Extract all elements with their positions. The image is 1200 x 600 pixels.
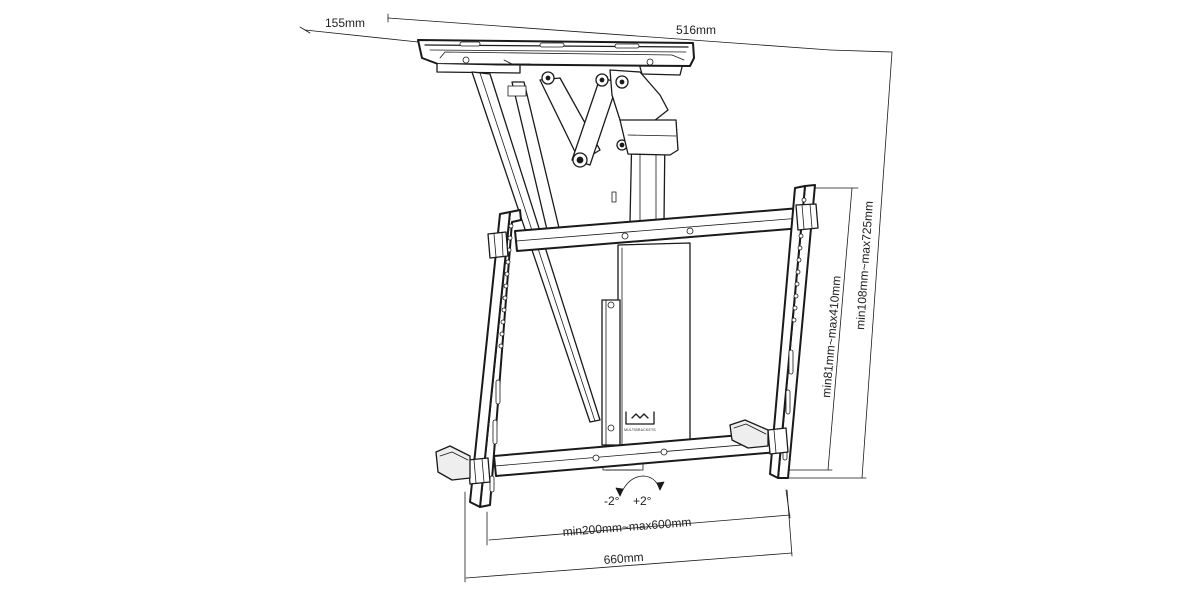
right-vertical-bracket — [729, 184, 819, 479]
left-vertical-bracket — [435, 209, 522, 508]
horizontal-vesa-label: min200mm~max600mm — [562, 515, 692, 539]
tilt-indicator: -2° +2° — [604, 475, 665, 508]
tilt-minus-label: -2° — [604, 494, 620, 508]
logo-wordmark: MULTIBRACKETS — [624, 428, 656, 432]
depth-label: 155mm — [325, 16, 365, 30]
ceiling-plate — [417, 39, 695, 76]
vertical-vesa-label: min81mm~max410mm — [819, 275, 844, 398]
centre-plate — [601, 242, 691, 471]
tilt-plus-label: +2° — [633, 494, 652, 508]
overall-width-label: 660mm — [603, 550, 644, 567]
dimension-lines — [299, 13, 893, 583]
extension-range-label: min108mm~max725mm — [853, 201, 876, 331]
plate-width-label: 516mm — [676, 23, 716, 37]
multibrackets-logo: MULTIBRACKETS — [624, 411, 656, 432]
